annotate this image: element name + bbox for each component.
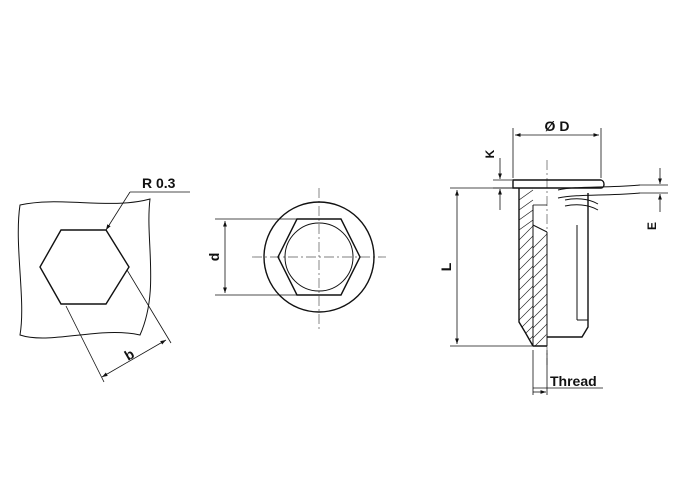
radius-label: R 0.3 [142,175,176,191]
flange [512,179,605,189]
flange-circle [263,201,375,313]
side-view: Ø D K L E Thread [438,118,668,395]
body-right [547,193,589,338]
end-view: d [206,188,386,330]
b-dimension-line [101,339,167,378]
radius-leader [105,191,131,231]
thread-bore [284,222,354,292]
e-label: E [645,222,659,230]
hex-hole [39,229,130,305]
section-hatch [518,189,534,231]
hex-hole-view: R 0.3 b [17,175,190,383]
l-label: L [438,262,454,271]
b-label: b [122,345,137,363]
dia-d-label: Ø D [545,118,570,134]
hex-body [277,218,361,296]
d-label: d [206,253,222,262]
k-label: K [483,149,497,158]
sheet-outline [17,198,152,339]
body-left [518,188,547,347]
sheet-plate [557,184,641,191]
thread-label: Thread [550,373,597,389]
